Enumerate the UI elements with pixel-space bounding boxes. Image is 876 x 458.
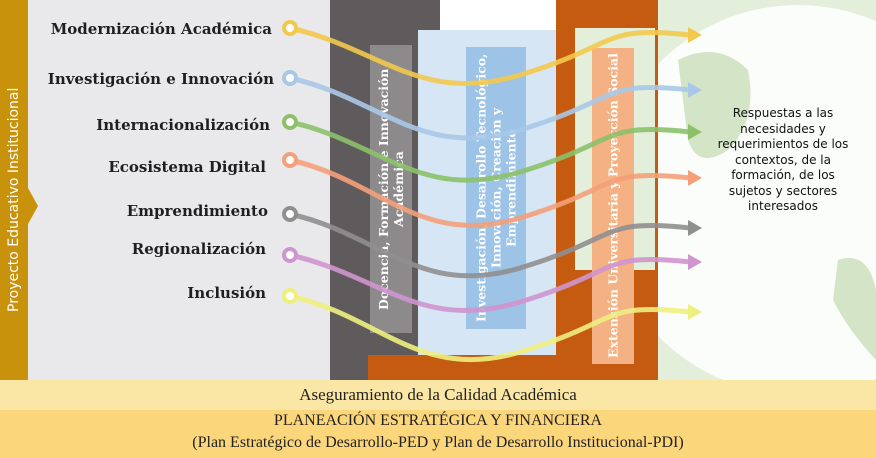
quality-bar xyxy=(0,380,876,410)
flow-start-dot-internacionalizacion xyxy=(282,114,298,130)
flow-start-dot-ecosistema xyxy=(282,152,298,168)
gold-band xyxy=(0,0,38,458)
strategy-label-ecosistema: Ecosistema Digital xyxy=(108,158,266,176)
planning-title: PLANEACIÓN ESTRATÉGICA Y FINANCIERA xyxy=(273,412,603,429)
quality-bar-label: Aseguramiento de la Calidad Académica xyxy=(299,385,577,404)
globe-graphic xyxy=(658,5,876,380)
flow-start-dot-investigacion xyxy=(282,70,298,86)
strategy-label-regionalizacion: Regionalización xyxy=(131,240,266,258)
flow-arrowhead-emprendimiento xyxy=(688,220,702,236)
flow-arrowhead-inclusion xyxy=(688,304,702,320)
flow-start-dot-modernizacion xyxy=(282,20,298,36)
flow-arrowhead-internacionalizacion xyxy=(688,124,702,140)
strategy-label-inclusion: Inclusión xyxy=(187,284,266,302)
flow-start-dot-inclusion xyxy=(282,288,298,304)
strategy-label-internacionalizacion: Internacionalización xyxy=(96,116,270,134)
flow-arrowhead-investigacion xyxy=(688,82,702,98)
strategy-label-emprendimiento: Emprendimiento xyxy=(126,202,268,220)
flow-start-dot-regionalizacion xyxy=(282,247,298,263)
flow-ribbon-internacionalizacion xyxy=(287,119,693,183)
flow-ribbons xyxy=(282,20,702,363)
flow-arrowhead-modernizacion xyxy=(688,27,702,43)
planning-subtitle: (Plan Estratégico de Desarrollo-PED y Pl… xyxy=(192,434,684,451)
response-text: Respuestas a las necesidades y requerimi… xyxy=(717,106,849,213)
flow-arrowhead-regionalizacion xyxy=(688,254,702,270)
strategy-label-modernizacion: Modernización Académica xyxy=(50,20,272,38)
investigacion-label-box xyxy=(466,47,526,329)
flow-ribbon-investigacion xyxy=(287,75,693,141)
flow-ribbon-emprendimiento xyxy=(287,211,693,279)
strategy-label-investigacion: Investigación e Innovación xyxy=(47,70,274,88)
flow-ribbon-inclusion xyxy=(287,293,693,363)
planning-bar xyxy=(0,410,876,458)
flow-ribbon-regionalizacion xyxy=(287,252,693,313)
flow-ribbon-modernizacion xyxy=(287,25,693,86)
flow-start-dot-emprendimiento xyxy=(282,206,298,222)
flow-arrowhead-ecosistema xyxy=(688,170,702,186)
flow-ribbon-ecosistema xyxy=(287,157,693,229)
left-light-area xyxy=(28,0,330,380)
